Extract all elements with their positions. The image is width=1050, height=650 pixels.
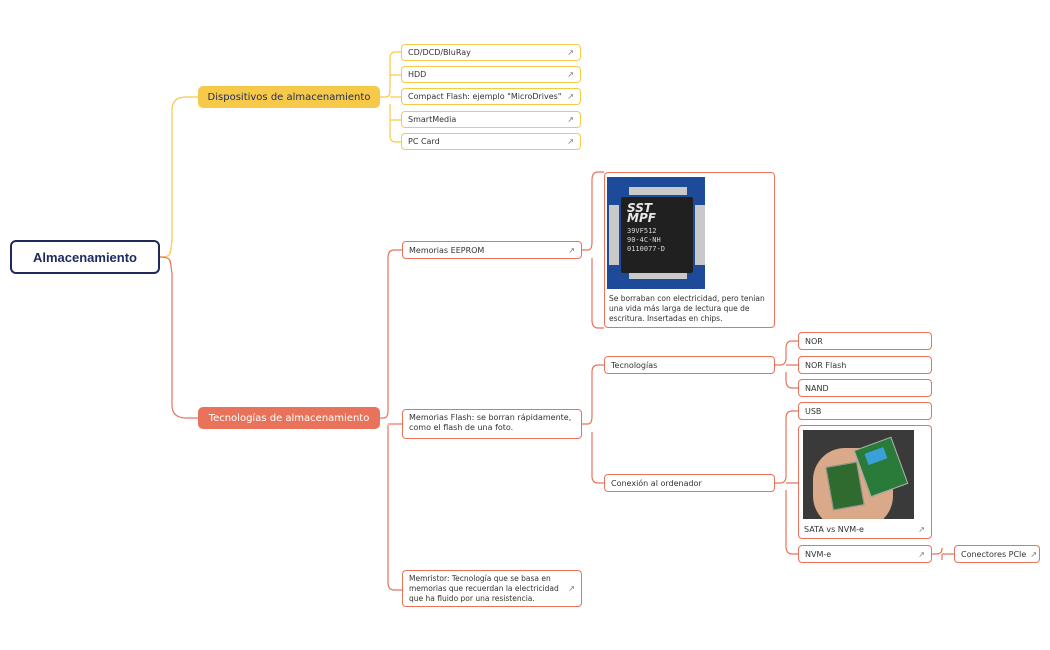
eeprom-chip-image: SST MPF 39VF512 90-4C-NH 0110077-D [607, 177, 705, 289]
flash-technologies[interactable]: Tecnologías [604, 356, 775, 374]
device-label: PC Card [408, 137, 440, 146]
tech-nor[interactable]: NOR [798, 332, 932, 350]
eeprom-description: Se borraban con electricidad, pero tenia… [609, 294, 765, 323]
external-link-icon[interactable]: ↗ [567, 137, 574, 146]
external-link-icon[interactable]: ↗ [568, 245, 575, 255]
tech-eeprom[interactable]: Memorias EEPROM ↗ [402, 241, 582, 259]
branch-devices[interactable]: Dispositivos de almacenamiento [198, 86, 380, 108]
chip-logo-text: SST MPF [627, 201, 656, 225]
root-label: Almacenamiento [32, 249, 138, 265]
external-link-icon[interactable]: ↗ [567, 70, 574, 79]
chip-marking-text: 39VF512 90-4C-NH 0110077-D [627, 227, 665, 253]
connection-nvme[interactable]: NVM-e ↗ [798, 545, 932, 563]
connection-pcie[interactable]: Conectores PCIe↗ [954, 545, 1040, 563]
branch-tech[interactable]: Tecnologías de almacenamiento [198, 407, 380, 429]
connection-usb[interactable]: USB [798, 402, 932, 420]
branch-devices-label: Dispositivos de almacenamiento [207, 91, 371, 103]
device-pc-card[interactable]: PC Card ↗ [401, 133, 581, 150]
flash-label: Memorias Flash: se borran rápidamente, c… [409, 413, 572, 432]
device-label: Compact Flash: ejemplo "MicroDrives" [408, 92, 562, 101]
external-link-icon[interactable]: ↗ [568, 584, 575, 593]
tech-memristor[interactable]: Memristor: Tecnología que se basa en mem… [402, 570, 582, 607]
tech-flash[interactable]: Memorias Flash: se borran rápidamente, c… [402, 409, 582, 439]
device-label: SmartMedia [408, 115, 457, 124]
branch-tech-label: Tecnologías de almacenamiento [208, 412, 370, 424]
device-cd[interactable]: CD/DCD/BluRay ↗ [401, 44, 581, 61]
device-label: HDD [408, 70, 427, 79]
flash-connection[interactable]: Conexión al ordenador [604, 474, 775, 492]
connection-label: Conexión al ordenador [611, 478, 702, 488]
memristor-label: Memristor: Tecnología que se basa en mem… [409, 574, 559, 603]
technologies-label: Tecnologías [611, 360, 658, 370]
root-node[interactable]: Almacenamiento [10, 240, 160, 274]
tech-nand[interactable]: NAND [798, 379, 932, 397]
external-link-icon[interactable]: ↗ [567, 92, 574, 101]
eeprom-label: Memorias EEPROM [409, 245, 485, 255]
device-compact-flash[interactable]: Compact Flash: ejemplo "MicroDrives" ↗ [401, 88, 581, 105]
external-link-icon[interactable]: ↗ [918, 525, 925, 534]
tech-item-label: NOR Flash [805, 360, 847, 370]
device-smartmedia[interactable]: SmartMedia ↗ [401, 111, 581, 128]
sata-label-row: SATA vs NVM-e ↗ [804, 525, 925, 534]
external-link-icon[interactable]: ↗ [918, 549, 925, 559]
external-link-icon[interactable]: ↗ [567, 115, 574, 124]
sata-label: SATA vs NVM-e [804, 525, 864, 534]
tech-item-label: NOR [805, 336, 823, 346]
tech-item-label: NAND [805, 383, 829, 393]
tech-nor-flash[interactable]: NOR Flash [798, 356, 932, 374]
ssd-comparison-photo [803, 430, 914, 519]
external-link-icon[interactable]: ↗ [567, 48, 574, 57]
device-label: CD/DCD/BluRay [408, 48, 471, 57]
external-link-icon[interactable]: ↗ [1030, 549, 1038, 559]
device-hdd[interactable]: HDD ↗ [401, 66, 581, 83]
pcie-label: Conectores PCIe [961, 549, 1027, 559]
usb-label: USB [805, 406, 822, 416]
nvme-label: NVM-e [805, 549, 832, 559]
